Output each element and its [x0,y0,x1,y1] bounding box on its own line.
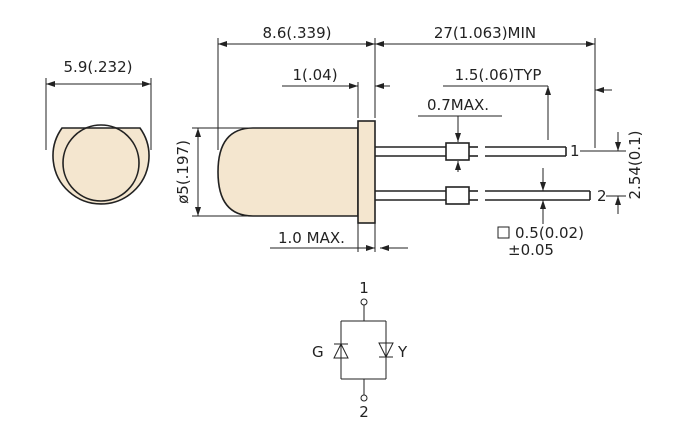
arrow-head [142,81,151,87]
side-view: 1 2 [217,120,607,224]
led-right-label: Y [397,343,408,361]
body-length-label: 8.6(.339) [263,24,332,42]
pin-1-label: 1 [570,142,580,160]
arrow-head [46,81,55,87]
arrow-head [195,207,201,216]
schematic-pin-2-label: 2 [359,403,369,421]
schematic-pin-1-label: 1 [359,279,369,297]
end-view: 5.9(.232) [45,58,152,205]
lead-tolerance-label: ±0.05 [508,241,554,259]
led-left-label: G [312,343,324,361]
lead-pitch-label: 2.54(0.1) [626,131,644,200]
led-yellow-symbol [378,342,394,359]
led-green-symbol [333,342,349,359]
arrow-head [375,41,384,47]
pin-2-label: 2 [597,187,607,205]
lead-lower [375,186,591,205]
pin-2-terminal [360,394,368,402]
arrow-head [375,83,384,89]
schematic: 1 2 G Y [312,279,408,421]
flange-thickness-label: 1(.04) [292,66,337,84]
lead-length-label: 27(1.063)MIN [434,24,536,42]
end-view-width-label: 5.9(.232) [64,58,133,76]
flange-max-label: 1.0 MAX. [278,229,345,247]
arrow-head [586,41,595,47]
protrusion-label: 0.7MAX. [427,96,489,114]
arrow-head [195,128,201,137]
pin-1-terminal [360,298,368,306]
arrow-head [540,200,546,209]
arrow-head [366,41,375,47]
arrow-head [349,83,358,89]
diameter-label: ø5(.197) [174,140,192,204]
lead-upper-kink [445,142,470,161]
arrow-head [455,133,461,142]
arrow-head [540,182,546,191]
end-view-lens-circle [62,124,140,202]
arrow-head [455,161,461,170]
arrow-head [380,245,389,251]
arrow-head [595,87,604,93]
lead-square-label: 0.5(0.02) [515,224,584,242]
led-flange [357,120,376,224]
arrow-head [545,86,551,95]
square-symbol [497,226,510,239]
arrow-head [218,41,227,47]
lead-lower-kink [445,186,470,205]
end-view-flange [52,127,150,205]
led-lens-body [217,127,359,217]
arrow-head [615,196,621,205]
lead-upper [375,142,567,161]
arrow-head [366,245,375,251]
side-dimensions: 8.6(.339) 27(1.063)MIN 1(.04) 1.5(.06)TY… [174,24,644,259]
lead-bend-label: 1.5(.06)TYP [455,66,542,84]
arrow-head [615,142,621,151]
